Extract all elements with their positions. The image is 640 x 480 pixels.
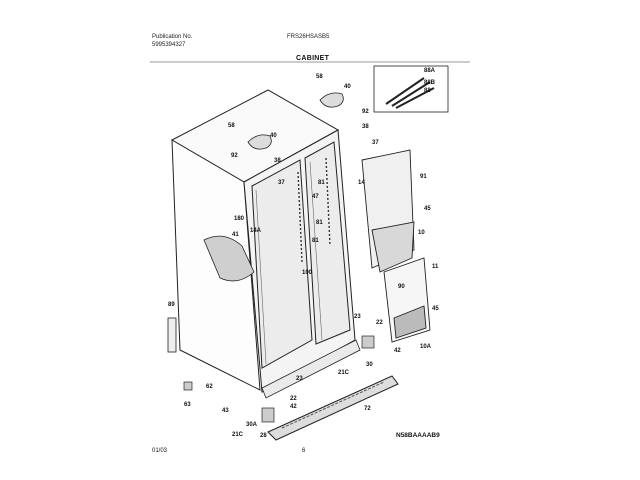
footer-page-number: 6 bbox=[302, 448, 306, 454]
callout-label: 38 bbox=[362, 124, 369, 130]
bottom-frame bbox=[261, 339, 361, 399]
callout-label: 23 bbox=[296, 376, 303, 382]
control-bracket bbox=[361, 149, 415, 273]
callout-label: 88A bbox=[424, 68, 436, 74]
callout-label: 63 bbox=[184, 402, 191, 408]
section-title: CABINET bbox=[296, 55, 330, 62]
callout-label: 28 bbox=[260, 433, 267, 439]
model-number: FRS26HSASB5 bbox=[287, 34, 330, 40]
callout-label: 72 bbox=[364, 406, 371, 412]
callout-label: 40 bbox=[344, 84, 351, 90]
callout-label: 90 bbox=[398, 284, 405, 290]
callout-label: 88B bbox=[424, 80, 436, 86]
callout-label: 10 bbox=[418, 230, 425, 236]
callout-label: 21C bbox=[338, 370, 350, 376]
side-trim bbox=[167, 317, 177, 353]
publication-label: Publication No. bbox=[152, 34, 193, 40]
callout-label: 81 bbox=[318, 180, 325, 186]
callout-label: 37 bbox=[372, 140, 379, 146]
callout-label: 81 bbox=[316, 220, 323, 226]
diagram-code: N58BAAAAB9 bbox=[396, 432, 440, 439]
callout-label: 22 bbox=[290, 396, 297, 402]
callout-label: 88 bbox=[424, 88, 431, 94]
callout-label: 10A bbox=[420, 344, 432, 350]
callout-label: 91 bbox=[420, 174, 427, 180]
callout-label: 37 bbox=[278, 180, 285, 186]
callout-label: 62 bbox=[206, 384, 213, 390]
callout-label: 30 bbox=[366, 362, 373, 368]
callout-label: 58 bbox=[228, 123, 235, 129]
callout-label: 23 bbox=[354, 314, 361, 320]
callout-label: 42 bbox=[394, 348, 401, 354]
callout-label: 58 bbox=[316, 74, 323, 80]
callout-label: 43 bbox=[222, 408, 229, 414]
footer-date: 01/03 bbox=[152, 448, 168, 454]
callout-label: 45 bbox=[424, 206, 431, 212]
shelf-rails bbox=[297, 157, 331, 263]
publication-number: 5995394327 bbox=[152, 42, 186, 48]
detail-inset bbox=[373, 65, 449, 113]
louver-panel bbox=[383, 257, 431, 343]
callout-label: 100 bbox=[302, 270, 313, 276]
leveling-feet bbox=[183, 335, 375, 423]
hinge-covers bbox=[247, 92, 344, 150]
callout-label: 81 bbox=[312, 238, 319, 244]
callout-label: 22 bbox=[376, 320, 383, 326]
callout-label: 47 bbox=[312, 194, 319, 200]
callout-label: 45 bbox=[432, 306, 439, 312]
callout-label: 21C bbox=[232, 432, 244, 438]
callout-label: 41 bbox=[232, 232, 239, 238]
callout-label: 92 bbox=[231, 153, 238, 159]
callout-label: 40 bbox=[270, 133, 277, 139]
callout-label: 11 bbox=[432, 264, 439, 270]
callout-label: 180 bbox=[234, 216, 245, 222]
side-wrapper-plate bbox=[203, 235, 255, 282]
callout-label: 38 bbox=[274, 158, 281, 164]
callout-label: 14A bbox=[250, 228, 262, 234]
callout-label: 92 bbox=[362, 109, 369, 115]
callout-label: 42 bbox=[290, 404, 297, 410]
base-grille bbox=[267, 375, 399, 441]
callout-label: 14 bbox=[358, 180, 365, 186]
callout-label: 30A bbox=[246, 422, 258, 428]
callout-label: 89 bbox=[168, 302, 175, 308]
callout-labels: 58 40 92 38 40 58 92 38 37 37 47 81 81 180 14A 81 41 100 1… bbox=[168, 68, 439, 439]
